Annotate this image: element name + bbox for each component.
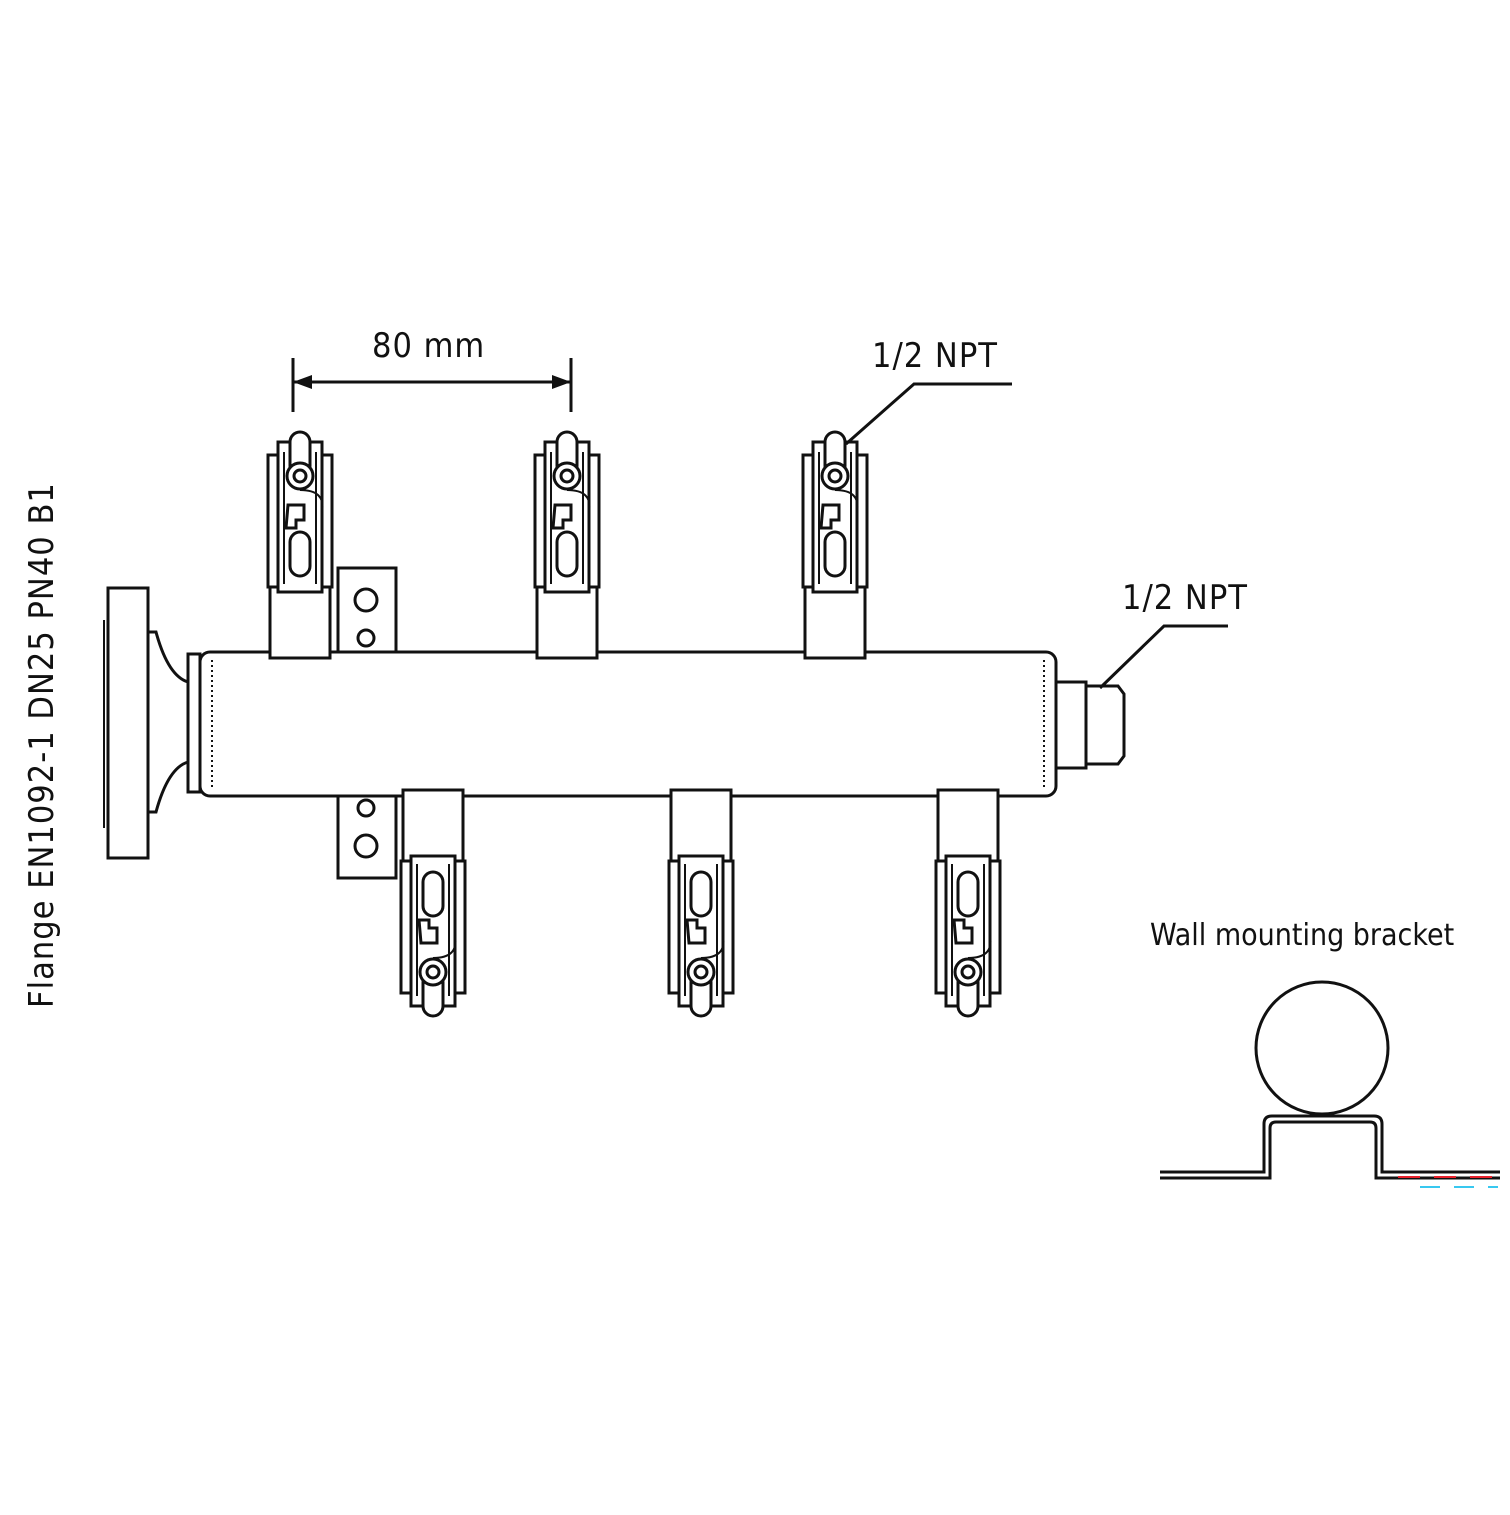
dimension-line — [291, 358, 573, 412]
bracket-title: Wall mounting bracket — [1150, 918, 1455, 953]
flange-spec-label: Flange EN1092-1 DN25 PN40 B1 — [22, 482, 62, 1008]
leader-end-thread — [1098, 624, 1228, 690]
outlet-valve-top-1 — [266, 430, 334, 660]
outlet-valve-top-2 — [533, 430, 601, 660]
end-nipple — [1054, 680, 1126, 770]
outlet-valve-bottom-2 — [667, 788, 735, 1018]
manifold-pipe — [198, 650, 1058, 798]
outlet-valve-bottom-1 — [399, 788, 467, 1018]
flange — [103, 586, 202, 860]
wall-bracket-detail — [1160, 980, 1500, 1188]
leader-outlet-thread — [845, 382, 1012, 446]
outlet-thread-label: 1/2 NPT — [872, 336, 998, 376]
mounting-plate-top — [336, 566, 398, 660]
dimension-label: 80 mm — [372, 326, 486, 366]
outlet-valve-bottom-3 — [934, 788, 1002, 1018]
end-thread-label: 1/2 NPT — [1122, 578, 1248, 618]
outlet-valve-top-3 — [801, 430, 869, 660]
mounting-plate-bottom — [336, 786, 398, 880]
